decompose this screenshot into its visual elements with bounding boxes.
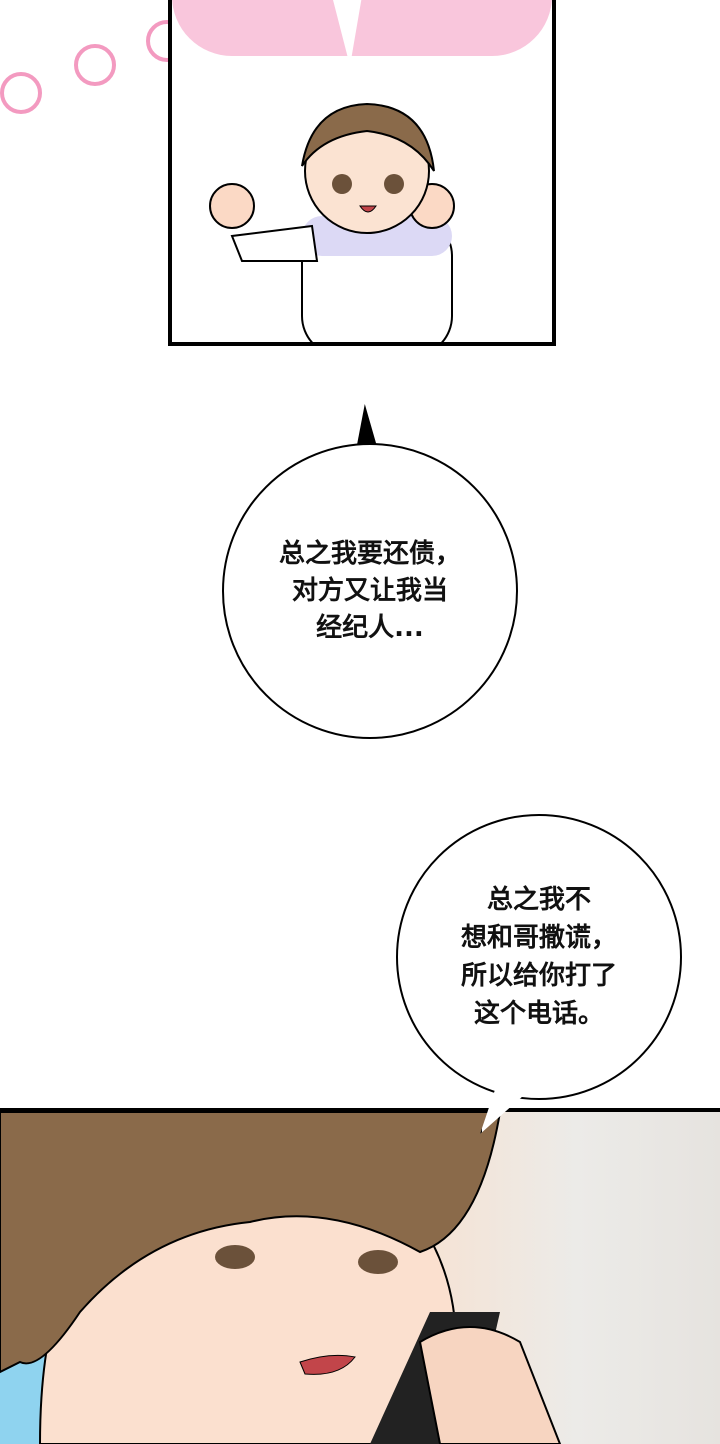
- comic-panel-phone-call: [0, 1108, 720, 1444]
- dialogue-text: 总之我要还债， 对方又让我当 经纪人...: [279, 536, 461, 647]
- speech-bubble-middle: 总之我要还债， 对方又让我当 经纪人...: [222, 443, 518, 739]
- pink-background: [172, 0, 552, 56]
- character-on-phone-illustration: [0, 1112, 562, 1444]
- dialogue-line: 经纪人...: [316, 612, 424, 643]
- dialogue-line: 这个电话。: [473, 999, 604, 1029]
- pink-flower-decoration: [74, 44, 116, 86]
- pink-flower-decoration: [0, 72, 42, 114]
- dialogue-line: 想和哥撒谎，: [460, 923, 617, 953]
- dialogue-line: 总之我不: [486, 885, 591, 915]
- dialogue-line: 所以给你打了: [460, 961, 617, 991]
- dialogue-line: 对方又让我当: [291, 575, 448, 606]
- dialogue-text: 总之我不 想和哥撒谎， 所以给你打了 这个电话。: [461, 881, 617, 1033]
- dialogue-line: 总之我要还债，: [278, 538, 461, 569]
- speech-bubble-lower: 总之我不 想和哥撒谎， 所以给你打了 这个电话。: [396, 814, 682, 1100]
- comic-panel-chibi: [168, 0, 556, 346]
- chibi-character-illustration: [209, 102, 455, 342]
